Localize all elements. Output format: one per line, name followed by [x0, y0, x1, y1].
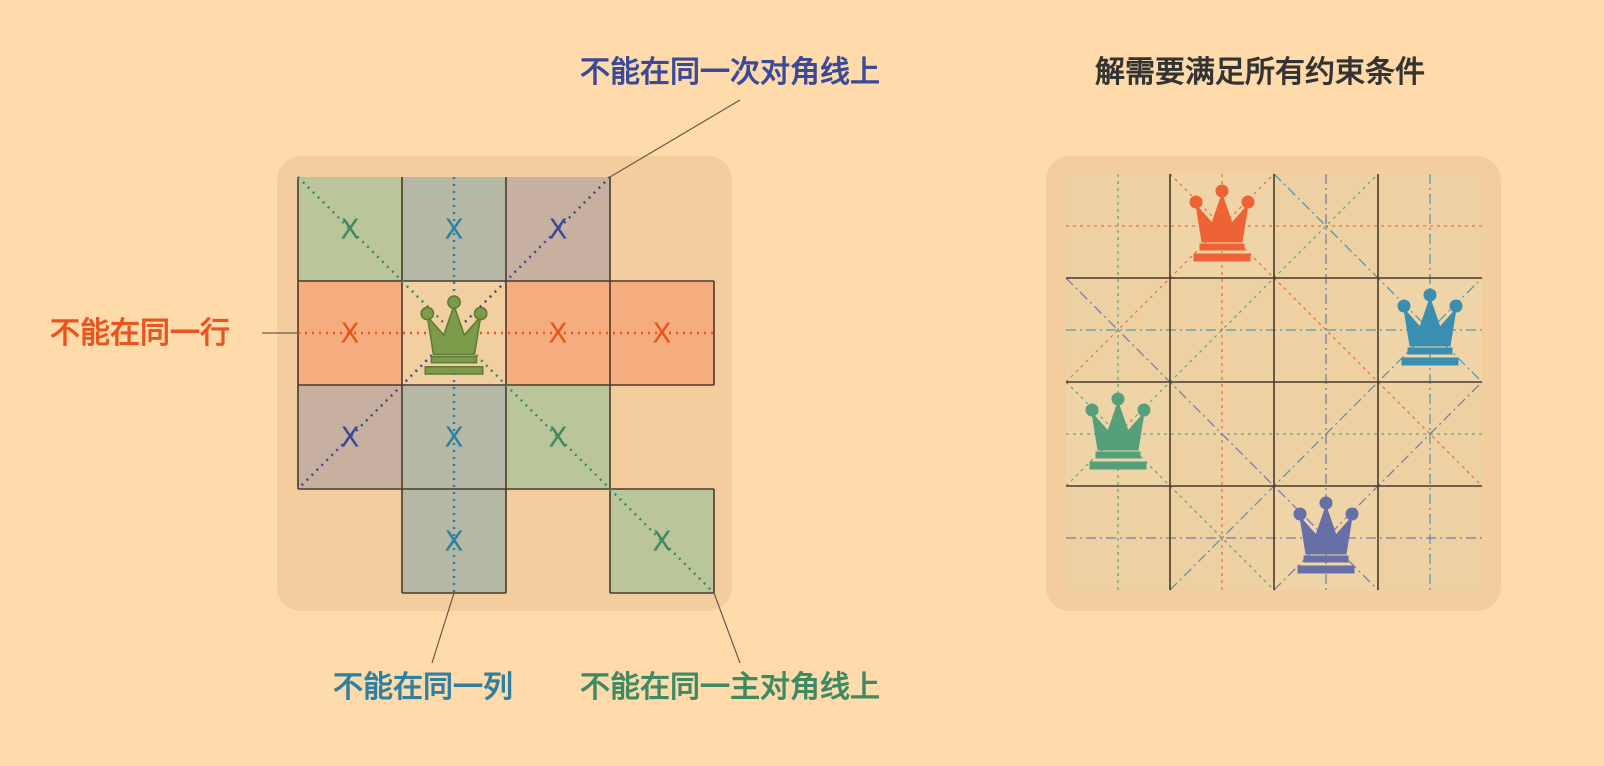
row-constraint-label: 不能在同一行: [50, 316, 230, 351]
right-grid-lines: [1066, 174, 1482, 590]
main-diagonal-constraint-label: 不能在同一主对角线上: [580, 670, 880, 705]
x-mark-row: X: [652, 317, 671, 350]
cell-row: [298, 281, 402, 385]
x-mark-row: X: [340, 317, 359, 350]
column-constraint-label: 不能在同一列: [333, 670, 513, 705]
cell-main-diagonal: [610, 489, 714, 593]
x-mark-column: X: [444, 421, 463, 454]
cell-anti-diagonal: [298, 385, 402, 489]
x-mark-anti-diagonal: X: [340, 421, 359, 454]
cell-column: [402, 177, 506, 281]
cell-main-diagonal: [298, 177, 402, 281]
left-board-cells: [298, 177, 714, 593]
right-board-panel: 解需要满足所有约束条件: [1046, 55, 1501, 611]
anti-diagonal-constraint-label: 不能在同一次对角线上: [580, 55, 880, 90]
x-mark-anti-diagonal: X: [548, 213, 567, 246]
solution-title: 解需要满足所有约束条件: [1095, 55, 1425, 90]
x-mark-column: X: [444, 525, 463, 558]
label-leader-lines: [262, 99, 741, 664]
x-mark-main-diagonal: X: [548, 421, 567, 454]
cell-anti-diagonal: [506, 177, 610, 281]
conflict-x-marks: X X X X X X X X X X X: [340, 213, 671, 558]
x-mark-main-diagonal: X: [652, 525, 671, 558]
x-mark-row: X: [548, 317, 567, 350]
x-mark-column: X: [444, 213, 463, 246]
x-mark-main-diagonal: X: [340, 213, 359, 246]
queen-icon: [420, 295, 488, 375]
cell-main-diagonal: [506, 385, 610, 489]
main-diagonal-constraint-line: [297, 176, 715, 594]
left-board-panel: X X X X X X X X X X X 不能在同一行 不能在同一列 不能在同…: [50, 55, 880, 705]
